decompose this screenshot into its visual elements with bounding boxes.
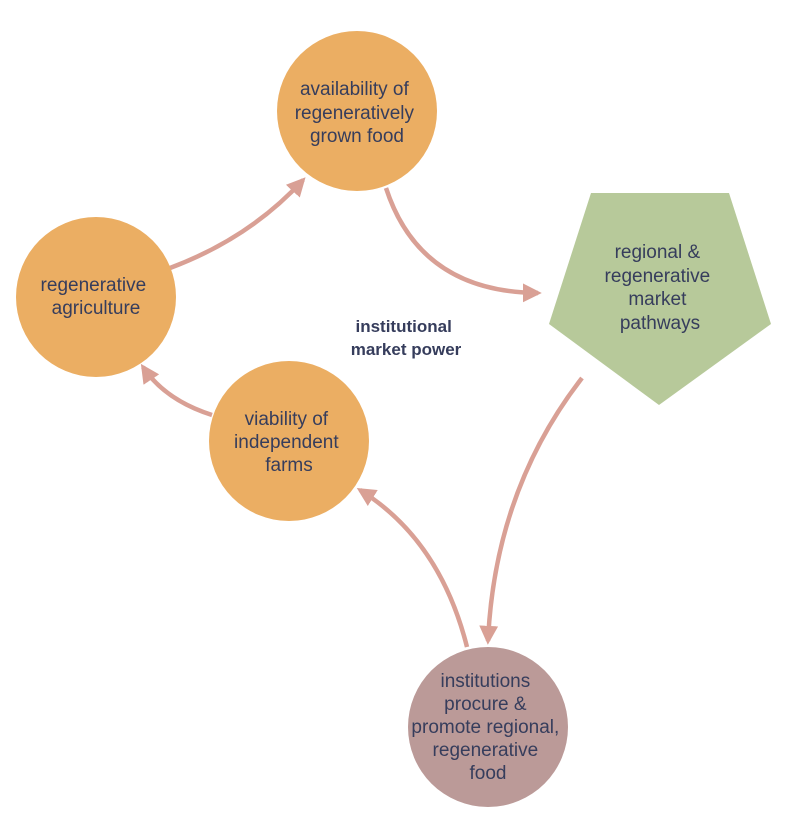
node-regenerative-agriculture: regenerative agriculture	[16, 217, 176, 377]
node-pathways-label: regional & regenerative market pathways	[605, 242, 716, 334]
node-institutions: institutions procure & promote regional,…	[408, 647, 568, 807]
node-institutions-label: institutions procure & promote regional,…	[411, 671, 564, 784]
arrow-institutions-to-viability	[356, 487, 470, 648]
arrow-pathways-to-institutions	[479, 376, 584, 645]
arrow-agriculture-to-availability	[169, 177, 306, 271]
center-label: institutional market power	[351, 317, 462, 359]
node-pathways: regional & regenerative market pathways	[549, 193, 771, 405]
node-availability-label: availability of regeneratively grown foo…	[295, 79, 420, 147]
arrow-availability-to-pathways	[383, 187, 542, 303]
node-viability-label: viability of independent farms	[234, 409, 344, 476]
node-regenerative-agriculture-label: regenerative agriculture	[41, 275, 152, 319]
node-viability: viability of independent farms	[209, 361, 369, 521]
arrow-viability-to-agriculture	[140, 363, 213, 418]
node-availability: availability of regeneratively grown foo…	[277, 31, 437, 191]
